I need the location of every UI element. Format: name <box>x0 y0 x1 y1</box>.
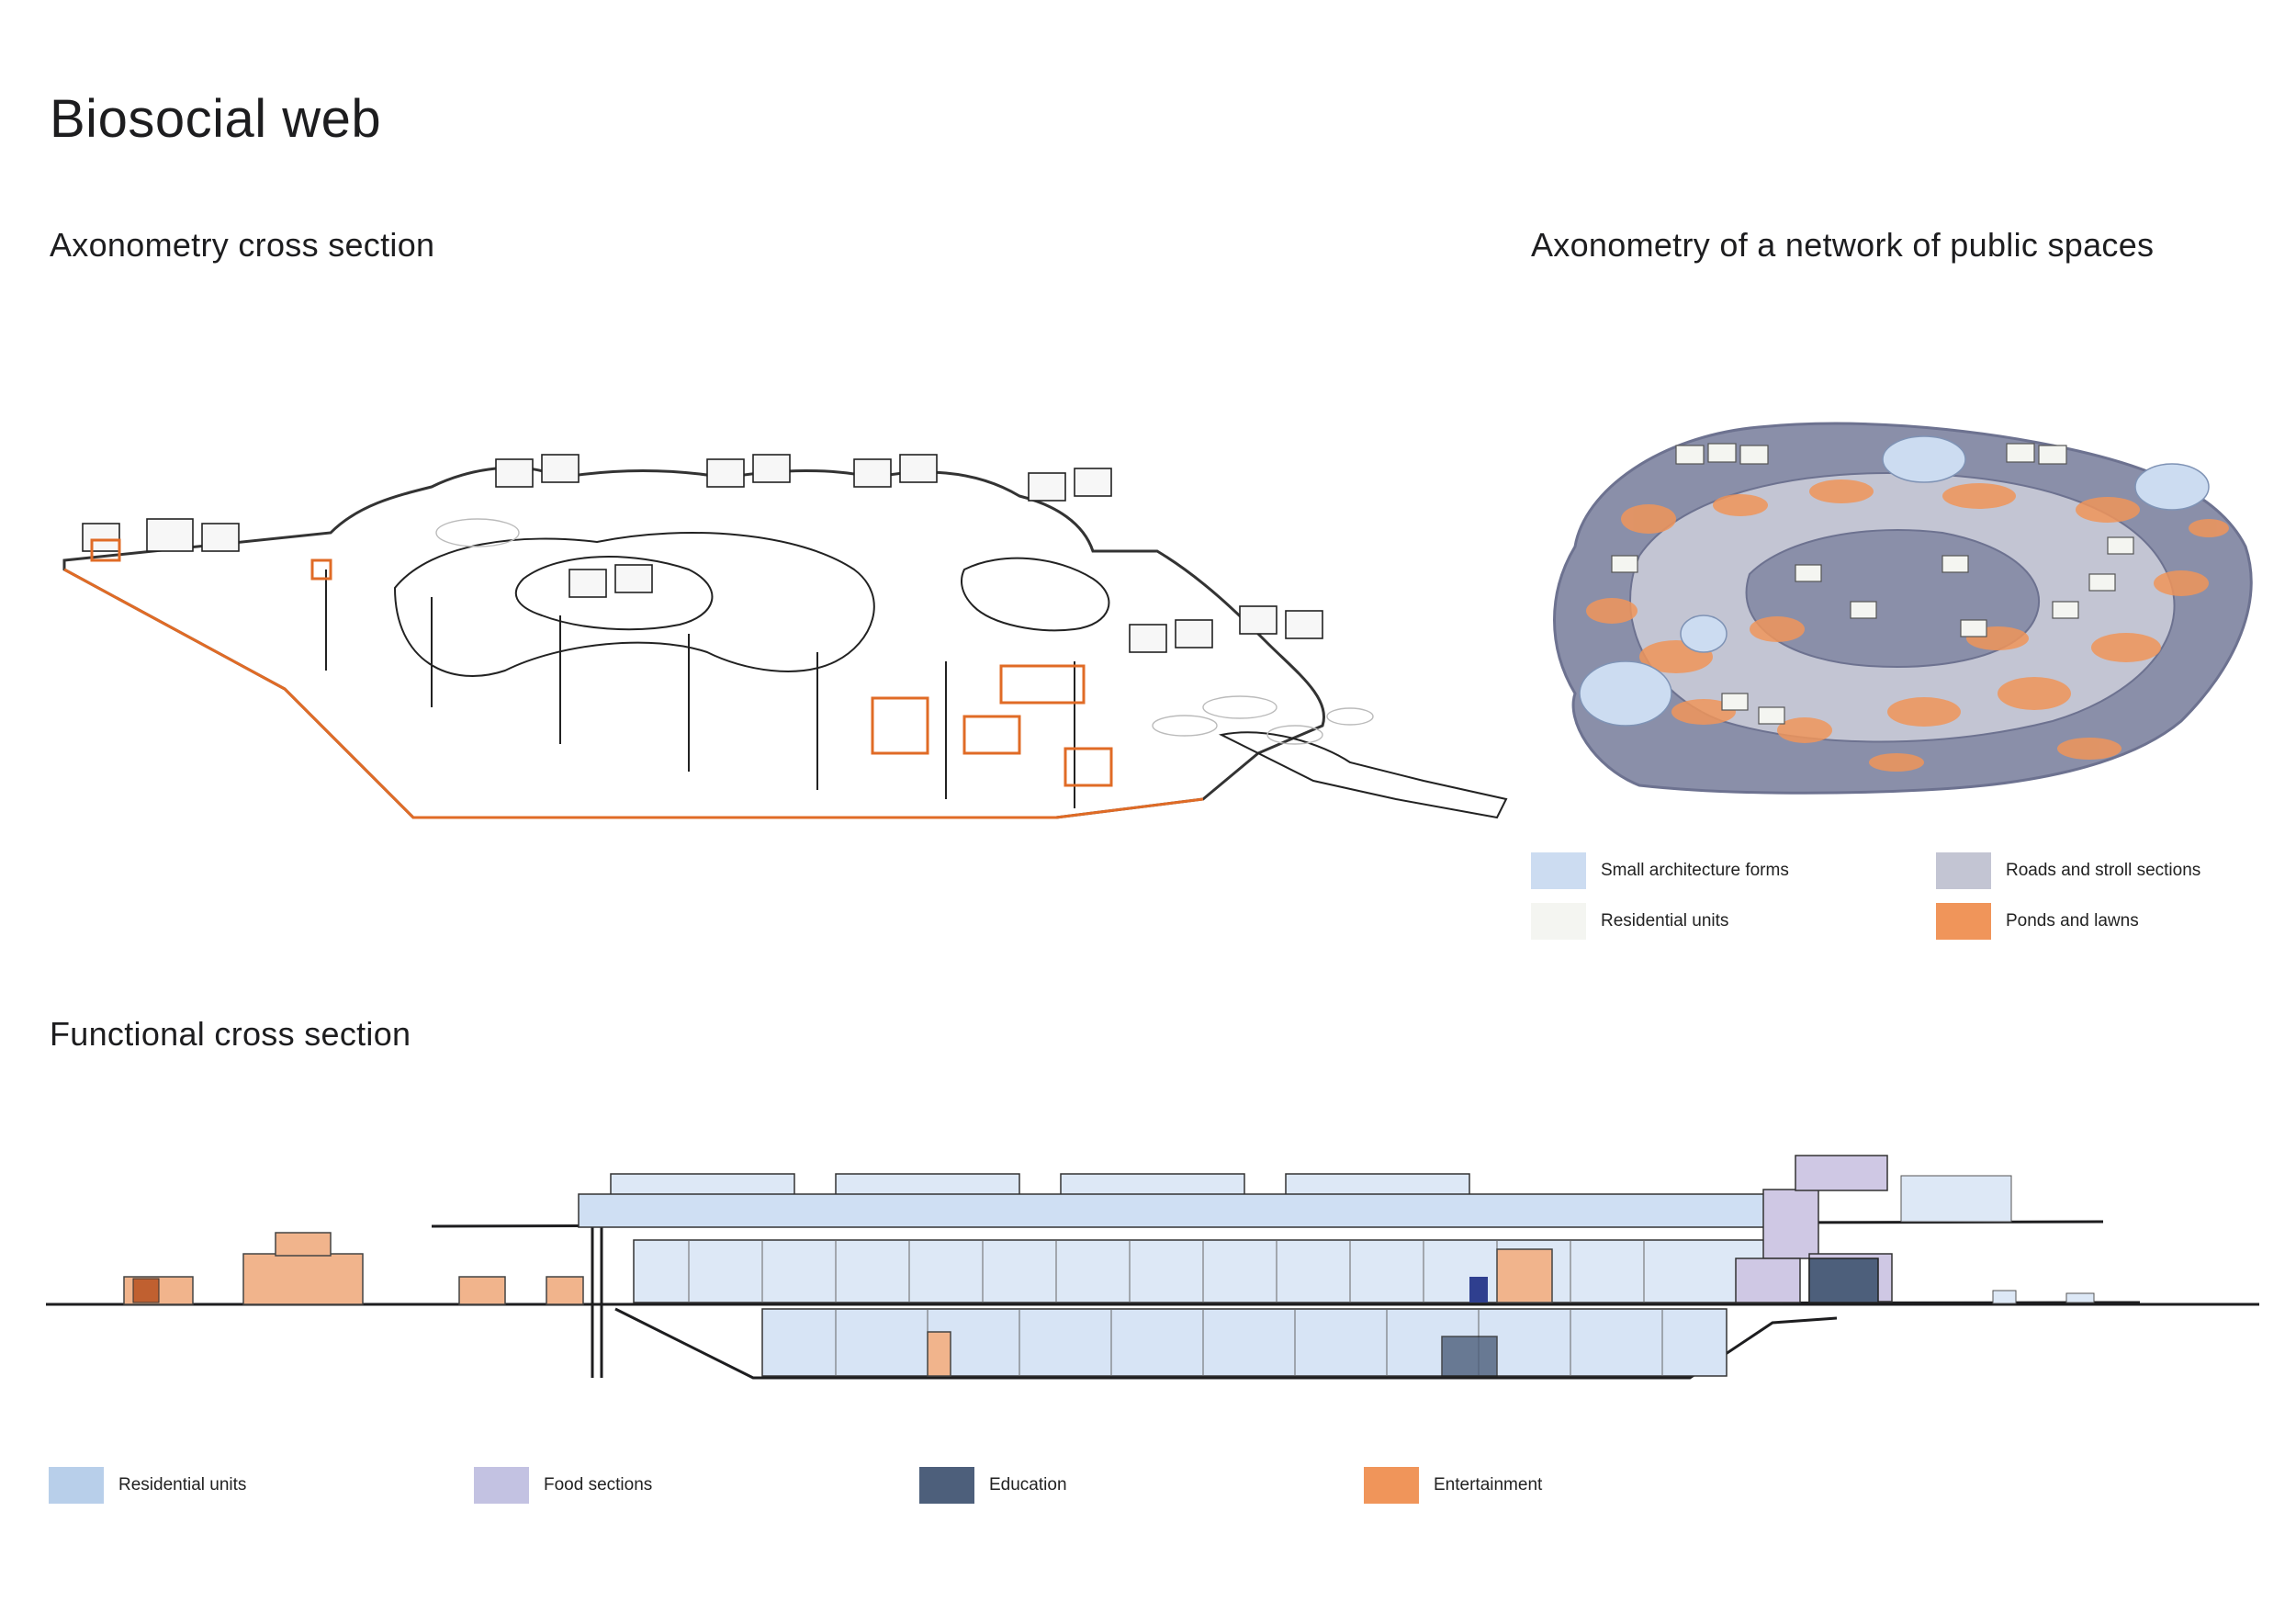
network-legend-item: Small architecture forms <box>1531 852 1789 889</box>
network-drawing <box>1553 422 2253 795</box>
legend-label: Residential units <box>118 1475 247 1494</box>
axonometry-drawing <box>62 454 1508 819</box>
axonometry-section-title: Axonometry cross section <box>50 226 435 264</box>
legend-label: Food sections <box>544 1475 653 1494</box>
legend-label: Education <box>989 1475 1067 1494</box>
legend-label: Small architecture forms <box>1601 861 1789 880</box>
legend-label: Residential units <box>1601 911 1729 930</box>
functional-legend-item: Entertainment <box>1364 1467 1542 1504</box>
legend-swatch <box>49 1467 104 1504</box>
legend-swatch <box>474 1467 529 1504</box>
page-title: Biosocial web <box>50 89 382 149</box>
legend-swatch <box>1364 1467 1419 1504</box>
legend-swatch <box>1936 852 1991 889</box>
legend-swatch <box>1531 903 1586 940</box>
functional-legend-item: Residential units <box>49 1467 246 1504</box>
functional-legend-item: Education <box>919 1467 1067 1504</box>
legend-label: Entertainment <box>1434 1475 1543 1494</box>
network-legend-item: Ponds and lawns <box>1936 903 2139 940</box>
functional-section-drawing <box>46 1155 2259 1380</box>
legend-swatch <box>1936 903 1991 940</box>
network-legend-item: Residential units <box>1531 903 1728 940</box>
network-legend-item: Roads and stroll sections <box>1936 852 2200 889</box>
legend-swatch <box>1531 852 1586 889</box>
legend-swatch <box>919 1467 974 1504</box>
legend-label: Roads and stroll sections <box>2006 861 2201 880</box>
legend-label: Ponds and lawns <box>2006 911 2139 930</box>
functional-legend-item: Food sections <box>474 1467 652 1504</box>
functional-section-title: Functional cross section <box>50 1015 411 1053</box>
network-title: Axonometry of a network of public spaces <box>1531 226 2155 264</box>
